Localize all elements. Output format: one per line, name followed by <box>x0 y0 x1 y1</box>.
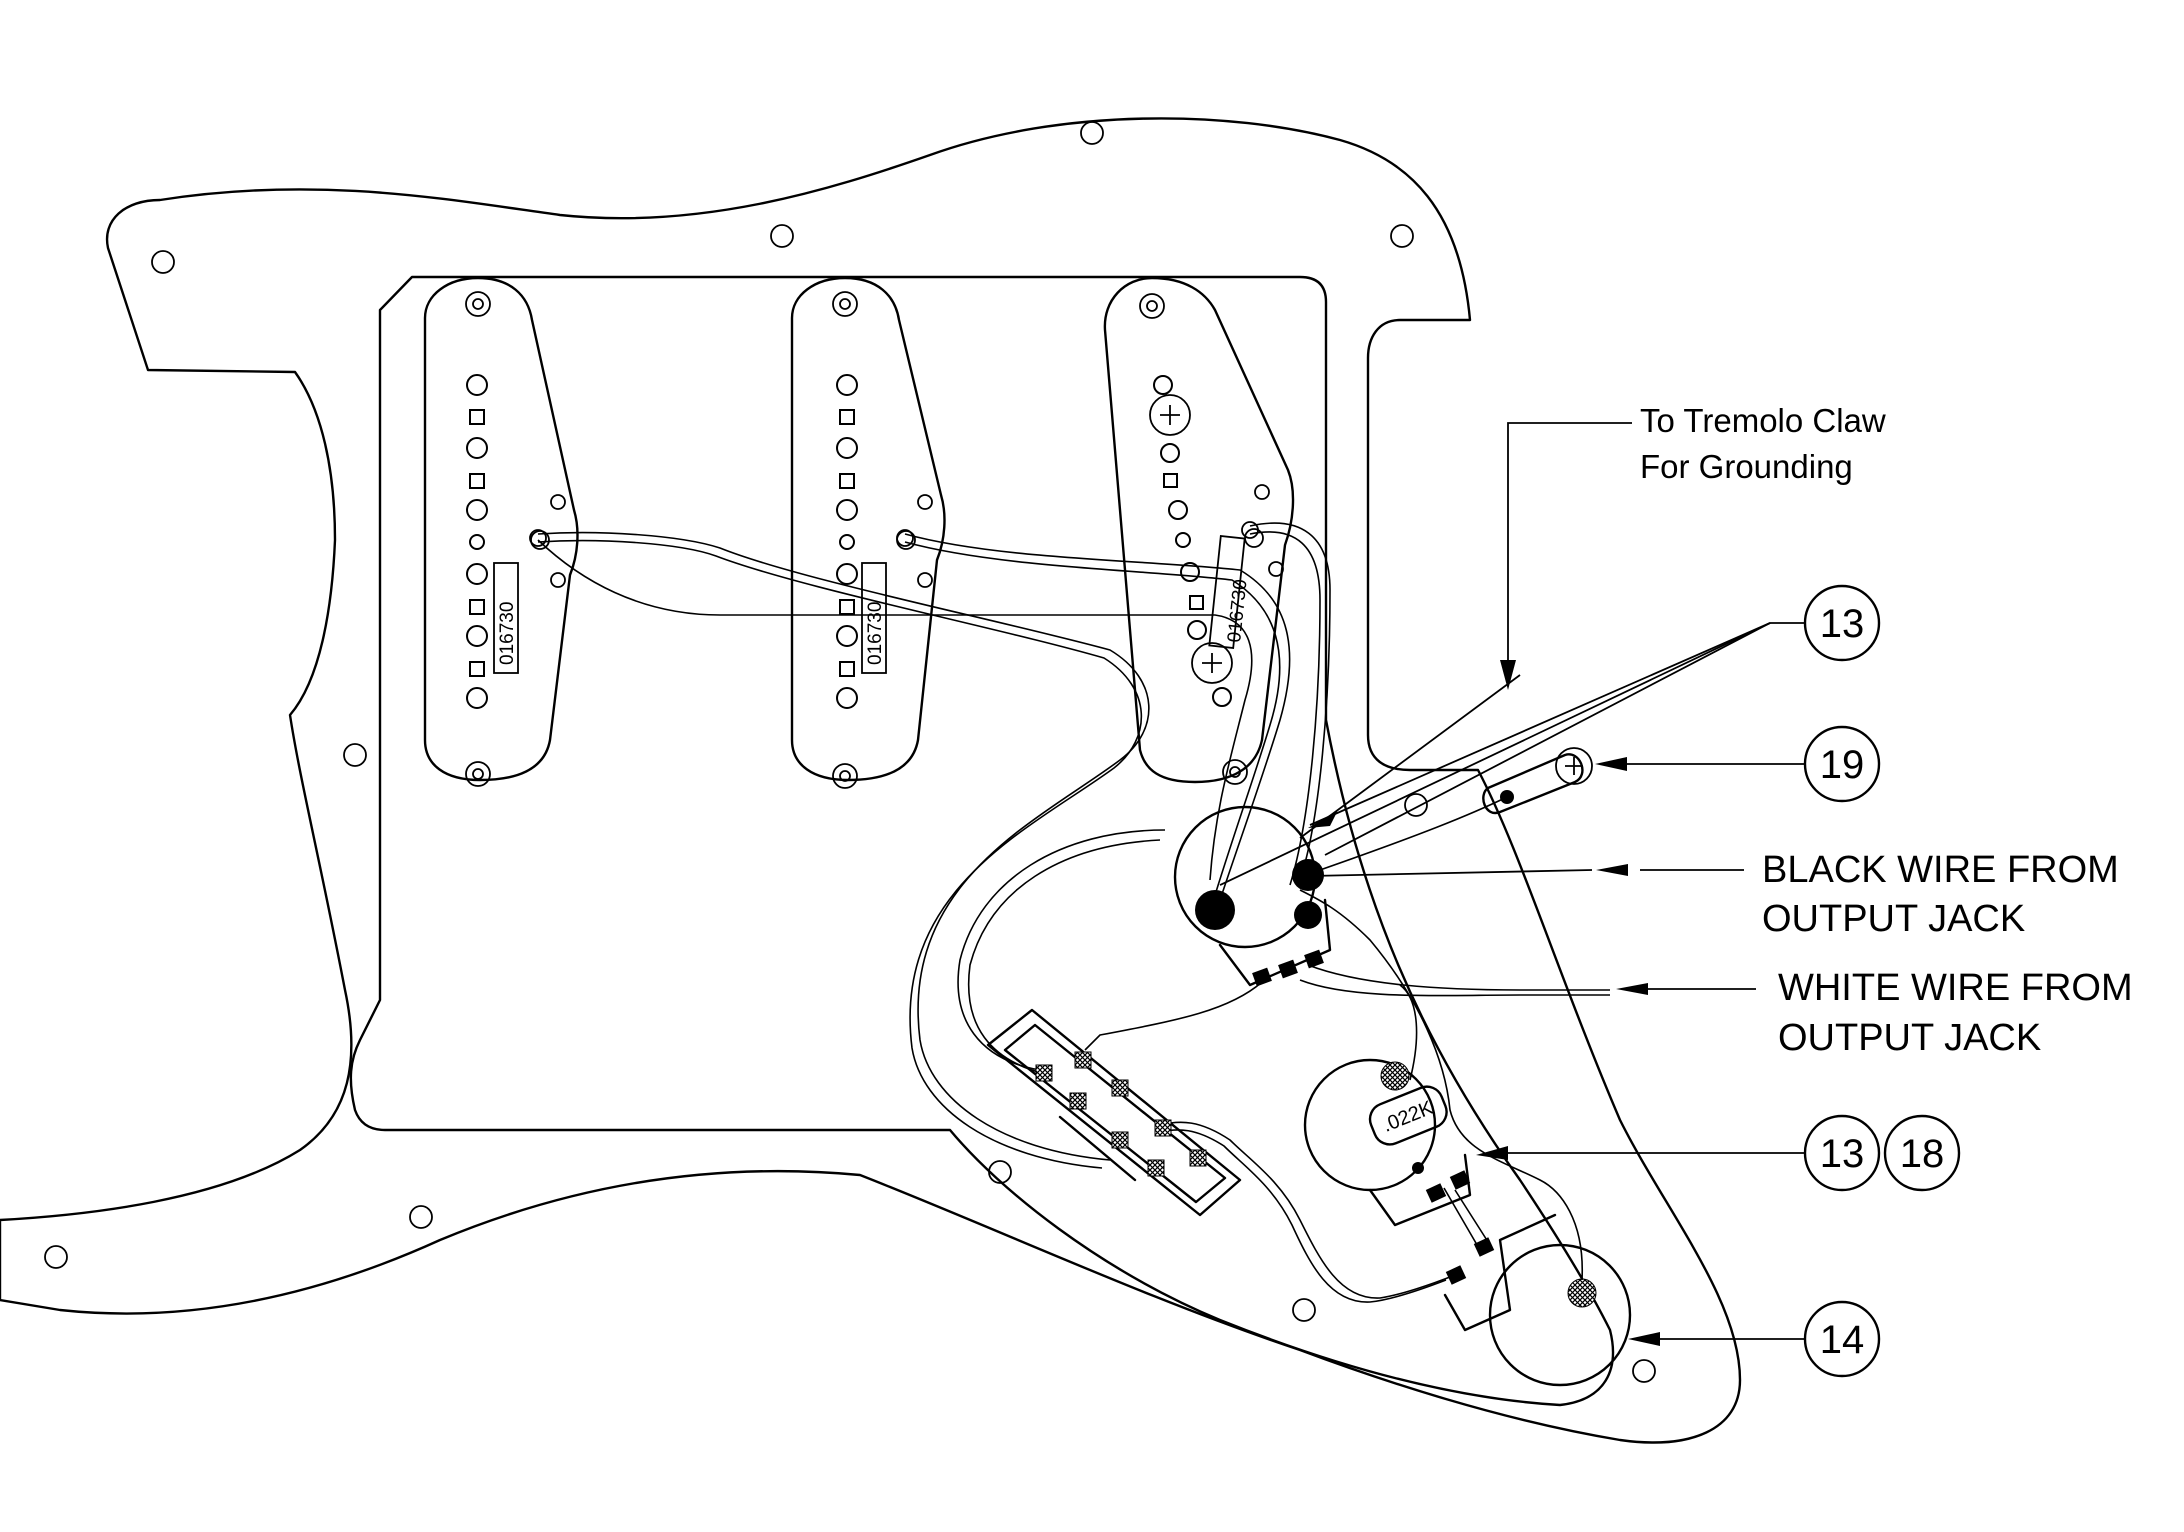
black-wire-annotation: BLACK WIRE FROM OUTPUT JACK <box>1309 849 2119 940</box>
pickguard-outline <box>0 117 1742 1444</box>
neck-pickup-code: 016730 <box>497 602 518 665</box>
callout-number-secondary: 18 <box>1900 1132 1945 1176</box>
pole-pieces <box>1153 375 1232 707</box>
pickup-cavity <box>349 275 1615 1407</box>
pole-pieces <box>466 374 488 709</box>
bridge-pickup-code: 016730 <box>1224 578 1252 643</box>
pickup-height-screw <box>1149 394 1191 436</box>
five-way-switch <box>986 1008 1242 1217</box>
middle-pickup-code: 016730 <box>865 602 886 665</box>
callout-number: 13 <box>1820 602 1865 646</box>
white-wire-text-line1: WHITE WIRE FROM <box>1778 967 2133 1009</box>
callout-number: 14 <box>1820 1318 1865 1362</box>
callout-ground-lug: 19 <box>1595 725 1881 803</box>
middle-pickup: 016730 <box>790 276 946 789</box>
bridge-pickup: 016730 <box>1103 276 1295 785</box>
callout-volume-pot: 13 <box>1219 584 1881 886</box>
callout-second-tone-pot: 14 <box>1628 1300 1881 1378</box>
callout-number: 13 <box>1820 1132 1865 1176</box>
second-tone-pot <box>1159 889 1632 1387</box>
white-wire-text-line2: OUTPUT JACK <box>1778 1017 2041 1059</box>
pickup-height-screw <box>1191 642 1233 684</box>
mounting-holes <box>44 121 1656 1383</box>
capacitor: .022K <box>1368 1085 1448 1146</box>
neck-pickup: 016730 <box>423 276 579 787</box>
black-wire-text-line1: BLACK WIRE FROM <box>1762 849 2119 891</box>
tremolo-text-line2: For Grounding <box>1640 448 1853 485</box>
callout-tone-pot: 13 18 <box>1476 1114 1961 1192</box>
tone-pot: .022K <box>1303 984 1472 1227</box>
ground-lug <box>1319 747 1593 871</box>
volume-pot <box>1084 805 1610 1051</box>
callout-number: 19 <box>1820 743 1865 787</box>
white-wire-annotation: WHITE WIRE FROM OUTPUT JACK <box>1616 967 2133 1059</box>
pole-pieces <box>836 374 858 709</box>
tremolo-ground-annotation: To Tremolo Claw For Grounding <box>1299 402 1886 839</box>
tremolo-text-line1: To Tremolo Claw <box>1640 402 1886 439</box>
black-wire-text-line2: OUTPUT JACK <box>1762 898 2025 940</box>
